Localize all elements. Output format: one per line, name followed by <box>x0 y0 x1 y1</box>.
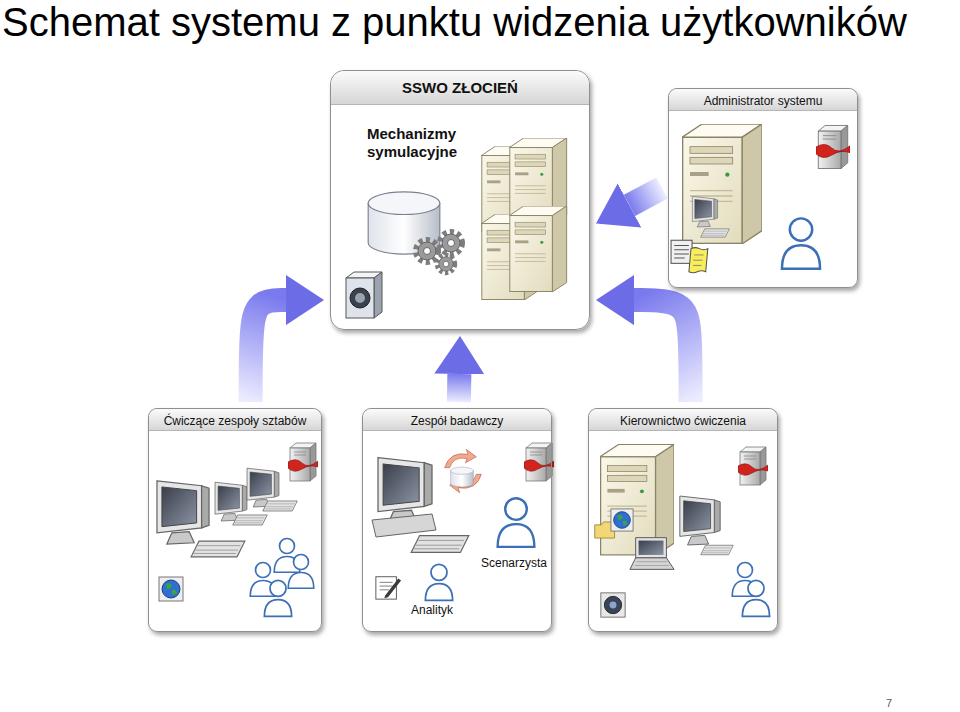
user-group-box: Zespół badawczy <box>362 408 552 632</box>
flow-arrow <box>629 188 662 205</box>
flow-arrow <box>634 300 691 402</box>
slide-title: Schemat systemu z punktu widzenia użytko… <box>2 0 907 44</box>
header-band: Ćwiczące zespoły sztabów <box>149 409 321 431</box>
box-heading: Kierownictwo ćwiczenia <box>620 414 746 428</box>
header-band: Zespół badawczy <box>363 409 551 431</box>
user-group-box: Ćwiczące zespoły sztabów <box>148 408 322 632</box>
box-heading: SSWO ZŁOCIEŃ <box>402 79 518 96</box>
header-band: SSWO ZŁOCIEŃ <box>331 71 589 105</box>
page-number: 7 <box>886 697 892 709</box>
system-box: SSWO ZŁOCIEŃ Mechanizmy symulacyjne <box>330 70 590 330</box>
role-label: Analityk <box>411 603 453 617</box>
box-body-text: Mechanizmy symulacyjne <box>367 125 491 161</box>
user-group-box: Administrator systemu <box>668 88 858 288</box>
box-heading: Administrator systemu <box>704 94 823 108</box>
box-heading: Ćwiczące zespoły sztabów <box>164 414 307 428</box>
box-heading: Zespół badawczy <box>411 414 504 428</box>
user-group-box: Kierownictwo ćwiczenia <box>588 408 778 632</box>
header-band: Kierownictwo ćwiczenia <box>589 409 777 431</box>
flow-arrow <box>251 300 286 402</box>
role-label: Scenarzysta <box>481 556 547 570</box>
header-band: Administrator systemu <box>669 89 857 111</box>
flow-arrow <box>447 374 471 402</box>
